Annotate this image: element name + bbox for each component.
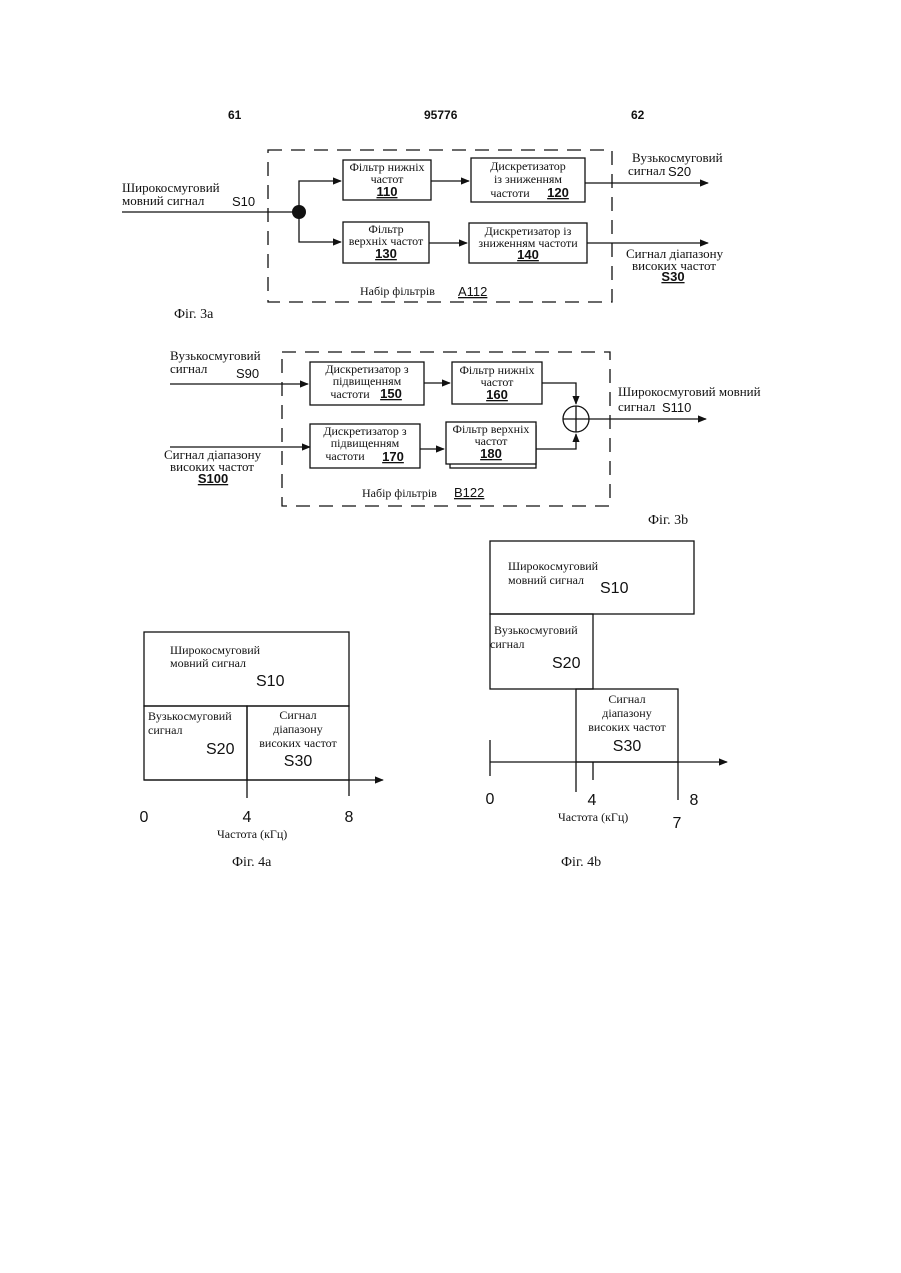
tick-7: 7 — [673, 815, 682, 832]
bank-label: Набір фільтрів — [360, 284, 435, 298]
up1-label-3: частоти — [330, 387, 370, 401]
down2-number: 140 — [517, 247, 539, 262]
figure-4a: Широкосмуговий мовний сигнал S10 Вузькос… — [140, 632, 383, 870]
wide-label-1: Широкосмуговий — [170, 643, 261, 657]
patent-number: 95776 — [424, 108, 458, 122]
wide-label-1: Широкосмуговий — [508, 559, 599, 573]
figure-4b: Широкосмуговий мовний сигнал S10 Вузькос… — [486, 541, 727, 870]
wire-hpf-sum — [536, 434, 576, 449]
wide-label-2: мовний сигнал — [508, 573, 584, 587]
input-code: S10 — [232, 194, 255, 209]
figure-caption: Фіг. 3а — [174, 307, 214, 322]
axis-label: Частота (кГц) — [558, 810, 628, 824]
out2-code: S30 — [661, 269, 684, 284]
down1-number: 120 — [547, 185, 569, 200]
up1-number: 150 — [380, 386, 402, 401]
page-header: 61 95776 62 — [228, 108, 645, 122]
in2-code: S100 — [198, 471, 228, 486]
high-label-3: високих частот — [588, 720, 666, 734]
in1-label-2: сигнал — [170, 361, 208, 376]
input-label-line2: мовний сигнал — [122, 193, 205, 208]
tick-4: 4 — [243, 809, 252, 826]
wide-code: S10 — [256, 673, 285, 690]
wide-code: S10 — [600, 580, 629, 597]
down1-label-3: частоти — [490, 186, 530, 200]
high-label-2: діапазону — [273, 722, 322, 736]
tick-8: 8 — [690, 792, 699, 809]
up2-label-2: підвищенням — [331, 436, 400, 450]
in1-code: S90 — [236, 366, 259, 381]
out1-code: S20 — [668, 164, 691, 179]
hpf-number: 180 — [480, 446, 502, 461]
narrow-label-2: сигнал — [490, 637, 525, 651]
high-code: S30 — [613, 738, 642, 755]
wire-lpf-sum — [542, 383, 576, 404]
wire-to-lpf — [299, 181, 341, 212]
figure-caption: Фіг. 3b — [648, 513, 688, 528]
wide-label-2: мовний сигнал — [170, 656, 246, 670]
page-number-left: 61 — [228, 108, 242, 122]
figure-caption: Фіг. 4b — [561, 855, 601, 870]
hpf-number: 130 — [375, 246, 397, 261]
wire-to-hpf — [299, 212, 341, 242]
narrow-label-1: Вузькосмуговий — [148, 709, 232, 723]
high-code: S30 — [284, 753, 313, 770]
out1-label-2: сигнал — [628, 163, 666, 178]
tick-0: 0 — [486, 791, 495, 808]
out-code: S110 — [662, 400, 691, 415]
narrow-label-2: сигнал — [148, 723, 183, 737]
high-label-3: високих частот — [259, 736, 337, 750]
tick-0: 0 — [140, 809, 149, 826]
narrow-label-1: Вузькосмуговий — [494, 623, 578, 637]
tick-4: 4 — [588, 792, 597, 809]
axis-label: Частота (кГц) — [217, 827, 287, 841]
tick-8: 8 — [345, 809, 354, 826]
out-label-1: Широкосмуговий мовний — [618, 384, 761, 399]
bank-label: Набір фільтрів — [362, 486, 437, 500]
figure-3a: Широкосмуговий мовний сигнал S10 Фільтр … — [122, 150, 724, 322]
down1-label-1: Дискретизатор — [490, 159, 566, 173]
down1-label-2: із зниженням — [494, 172, 562, 186]
up2-number: 170 — [382, 449, 404, 464]
up2-label-3: частоти — [325, 449, 365, 463]
lpf-number: 110 — [377, 184, 398, 199]
figure-3b: Вузькосмуговий сигнал S90 Сигнал діапазо… — [164, 348, 761, 528]
narrow-code: S20 — [206, 741, 235, 758]
figure-caption: Фіг. 4а — [232, 855, 272, 870]
bank-code: A112 — [458, 284, 487, 299]
out-label-2: сигнал — [618, 399, 656, 414]
page-number-right: 62 — [631, 108, 645, 122]
high-label-2: діапазону — [602, 706, 651, 720]
high-label-1: Сигнал — [279, 708, 316, 722]
narrow-code: S20 — [552, 655, 581, 672]
lpf-number: 160 — [486, 387, 508, 402]
bank-code: B122 — [454, 485, 484, 500]
high-label-1: Сигнал — [608, 692, 645, 706]
